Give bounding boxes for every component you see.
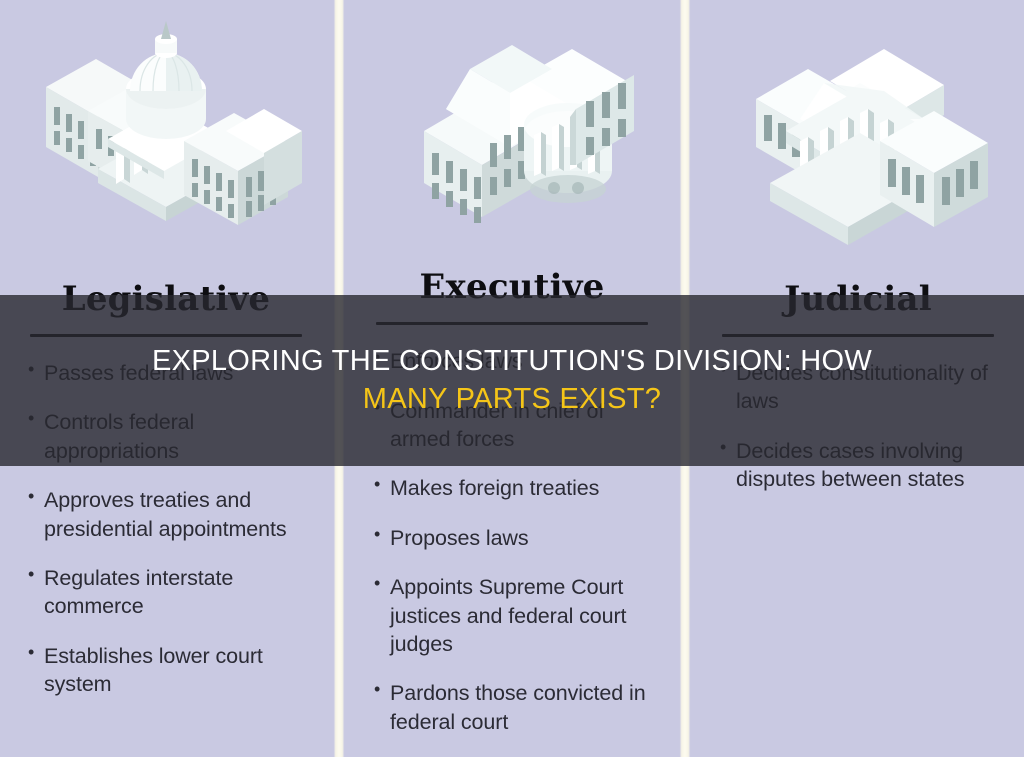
white-house-illustration — [346, 0, 678, 266]
column-divider — [332, 0, 346, 757]
list-item: Makes foreign treaties — [374, 473, 660, 502]
capitol-building-icon — [46, 21, 302, 225]
branch-title-executive: Executive — [419, 267, 605, 308]
supreme-court-building-icon — [756, 49, 988, 245]
list-item: Controls federal appropriations — [28, 407, 314, 465]
branch-bullets-executive: Enforces laws Commander in chief of arme… — [346, 346, 678, 757]
list-item: Regulates interstate commerce — [28, 563, 314, 621]
title-rule — [376, 322, 648, 326]
list-item: Appoints Supreme Court justices and fede… — [374, 572, 660, 658]
branch-bullets-judicial: Decides constitutionality of laws Decide… — [692, 358, 1024, 515]
list-item: Passes federal laws — [28, 358, 314, 387]
title-rule — [30, 334, 302, 337]
list-item: Decides cases involving disputes between… — [720, 436, 1006, 494]
white-house-icon — [424, 45, 634, 224]
branch-column-executive: Executive Enforces laws Commander in chi… — [346, 0, 678, 757]
branch-column-legislative: Legislative Passes federal laws Controls… — [0, 0, 332, 757]
column-divider — [678, 0, 692, 757]
branch-bullets-legislative: Passes federal laws Controls federal app… — [0, 358, 332, 719]
list-item: Enforces laws — [374, 346, 660, 375]
list-item: Pardons those convicted in federal court — [374, 678, 660, 736]
list-item: Establishes lower court system — [28, 641, 314, 699]
list-item: Decides constitutionality of laws — [720, 358, 1006, 416]
branch-column-judicial: Judicial Decides constitutionality of la… — [692, 0, 1024, 757]
branch-title-judicial: Judicial — [784, 279, 932, 319]
capitol-building-illustration — [0, 0, 332, 278]
title-rule — [722, 334, 994, 337]
list-item: Proposes laws — [374, 523, 660, 552]
list-item: Commander in chief of armed forces — [374, 396, 660, 454]
list-item: Approves treaties and presidential appoi… — [28, 485, 314, 543]
branch-title-legislative: Legislative — [61, 279, 271, 319]
supreme-court-illustration — [692, 0, 1024, 278]
